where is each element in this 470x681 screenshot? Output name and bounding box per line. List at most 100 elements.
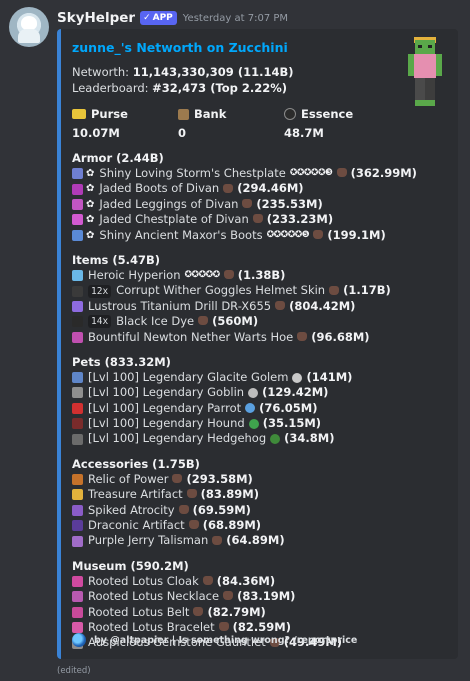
leaderboard-value: #32,473 (Top 2.22%) [152,81,288,95]
chestplate-icon [72,214,83,226]
star-rating: ✪✪✪✪✪❸ [289,168,333,178]
held-item-icon [292,372,303,383]
coin-sack-icon [336,168,347,178]
item-name: Black Ice Dye [116,314,195,329]
embed-title[interactable]: zunne_'s Networth on Zucchini [72,40,288,55]
coin-sack-icon [172,474,183,484]
coin-sack-icon [223,183,234,193]
item-value: (84.36M) [216,573,276,588]
item-value: (560M) [212,314,259,329]
hound-icon [72,418,83,430]
coin-sack-icon [186,489,197,499]
hedgehog-icon [72,433,83,445]
museum-section: Museum (590.2M) Rooted Lotus Cloak(84.36… [72,558,448,651]
items-section: Items (5.47B) Heroic Hyperion✪✪✪✪✪(1.38B… [72,252,448,345]
item-value: (141M) [306,369,353,384]
coin-sack-icon [188,520,199,530]
item-name: Shiny Loving Storm's Chestplate [99,166,286,180]
list-item: Rooted Lotus Belt(82.79M) [72,605,448,620]
held-item-icon [248,387,259,398]
list-item: Treasure Artifact(83.89M) [72,487,448,502]
footer-globe-icon [72,633,86,647]
pets-section: Pets (833.32M) [Lvl 100] Legendary Glaci… [72,354,448,447]
list-item: Draconic Artifact(68.89M) [72,518,448,533]
list-item: ✿Jaded Boots of Divan(294.46M) [72,181,448,196]
avatar-head [21,16,37,30]
item-name: [Lvl 100] Legendary Glacite Golem [88,369,289,384]
item-name: Auspicious Gemstone Gauntlet [88,635,266,650]
essence-value: 48.7M [284,126,324,140]
essence-field: Essence 48.7M [284,106,390,141]
list-item: Heroic Hyperion✪✪✪✪✪(1.38B) [72,268,448,283]
coin-sack-icon [269,637,280,647]
item-name: Jaded Leggings of Divan [99,196,239,211]
purse-value: 10.07M [72,126,120,140]
item-value: (293.58M) [186,471,253,486]
item-value: (83.89M) [200,487,259,502]
item-value: (362.99M) [350,166,417,180]
networth-value: 11,143,330,309 (11.14B) [132,65,294,79]
coin-sack-icon [178,504,189,514]
footer-text: by @altpapier | Is something wrong? /rep… [94,634,358,646]
bracelet-icon [72,622,83,634]
item-value: (235.53M) [256,196,323,211]
message-timestamp[interactable]: Yesterday at 7:07 PM [182,12,289,24]
item-value: (199.1M) [327,227,386,242]
accessories-list: Relic of Power (293.58M)Treasure Artifact… [72,472,448,549]
list-item: Rooted Lotus Necklace(83.19M) [72,589,448,604]
goggles-icon [72,285,83,297]
item-value: (294.46M) [237,181,304,196]
museum-list: Rooted Lotus Cloak(84.36M)Rooted Lotus N… [72,574,448,651]
purse-icon [72,109,86,119]
flower-icon: ✿ [86,198,95,210]
item-value: (96.68M) [311,329,370,344]
list-item: Rooted Lotus Cloak(84.36M) [72,574,448,589]
coin-sack-icon [275,300,286,310]
list-item: [Lvl 100] Legendary Hedgehog(34.8M) [72,431,448,446]
item-name: Relic of Power [88,471,169,486]
coin-sack-icon [212,535,223,545]
item-value: (1.17B) [343,283,391,298]
relic-icon [72,474,83,486]
purse-field: Purse 10.07M [72,106,178,141]
coin-sack-icon [223,270,234,280]
item-name: Bountiful Newton Nether Warts Hoe [88,329,294,344]
accessories-title: Accessories (1.75B) [72,456,200,471]
verified-check-icon: ✓ [143,13,151,23]
embed-footer: by @altpapier | Is something wrong? /rep… [72,633,357,647]
list-item: [Lvl 100] Legendary Parrot(76.05M) [72,401,448,416]
accessories-section: Accessories (1.75B) Relic of Power (293.5… [72,456,448,549]
app-badge-label: APP [152,13,173,23]
avatar-body [18,29,40,43]
held-item-icon [270,434,281,445]
drill-icon [72,300,83,312]
bot-avatar[interactable] [9,7,49,47]
talisman-icon [72,535,83,547]
flower-icon: ✿ [86,229,95,241]
player-skin-thumbnail [408,37,442,106]
item-name: [Lvl 100] Legendary Parrot [88,400,242,415]
boots-icon [72,183,83,195]
list-item: Lustrous Titanium Drill DR-X655(804.42M) [72,299,448,314]
coin-sack-icon [297,331,308,341]
quantity-badge: 12x [88,284,112,298]
item-value: (233.23M) [266,212,334,227]
armor-list: ✿ Shiny Loving Storm's Chestplate✪✪✪✪✪❸ (3… [72,166,448,243]
coin-sack-icon [198,316,209,326]
item-name: Rooted Lotus Bracelet [88,619,215,634]
bank-value: 0 [178,126,187,140]
leaderboard-line: Leaderboard: #32,473 (Top 2.22%) [72,80,448,96]
item-name: Rooted Lotus Necklace [88,589,220,604]
star-rating: ✪✪✪✪✪❺ [266,229,310,240]
cloak-icon [72,576,83,587]
coin-sack-icon [218,622,229,632]
networth-label: Networth: [72,65,133,79]
bank-label: Bank [194,107,227,121]
username[interactable]: SkyHelper [57,10,136,26]
armor-title: Armor (2.44B) [72,151,164,165]
edited-label: (edited) [57,666,91,676]
item-value: (34.8M) [284,431,335,446]
list-item: Spiked Atrocity(69.59M) [72,503,448,518]
coin-sack-icon [313,229,324,239]
